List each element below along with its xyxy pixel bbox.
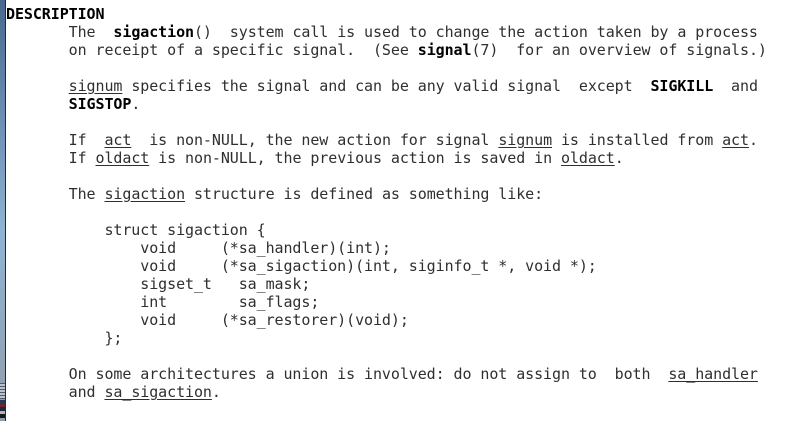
man-page-text: DESCRIPTION The sigaction() system call …	[6, 5, 767, 401]
window-corner-icon	[0, 400, 5, 418]
background-window-edge[interactable]	[0, 0, 6, 421]
window-resize-grip-icon	[0, 383, 5, 399]
